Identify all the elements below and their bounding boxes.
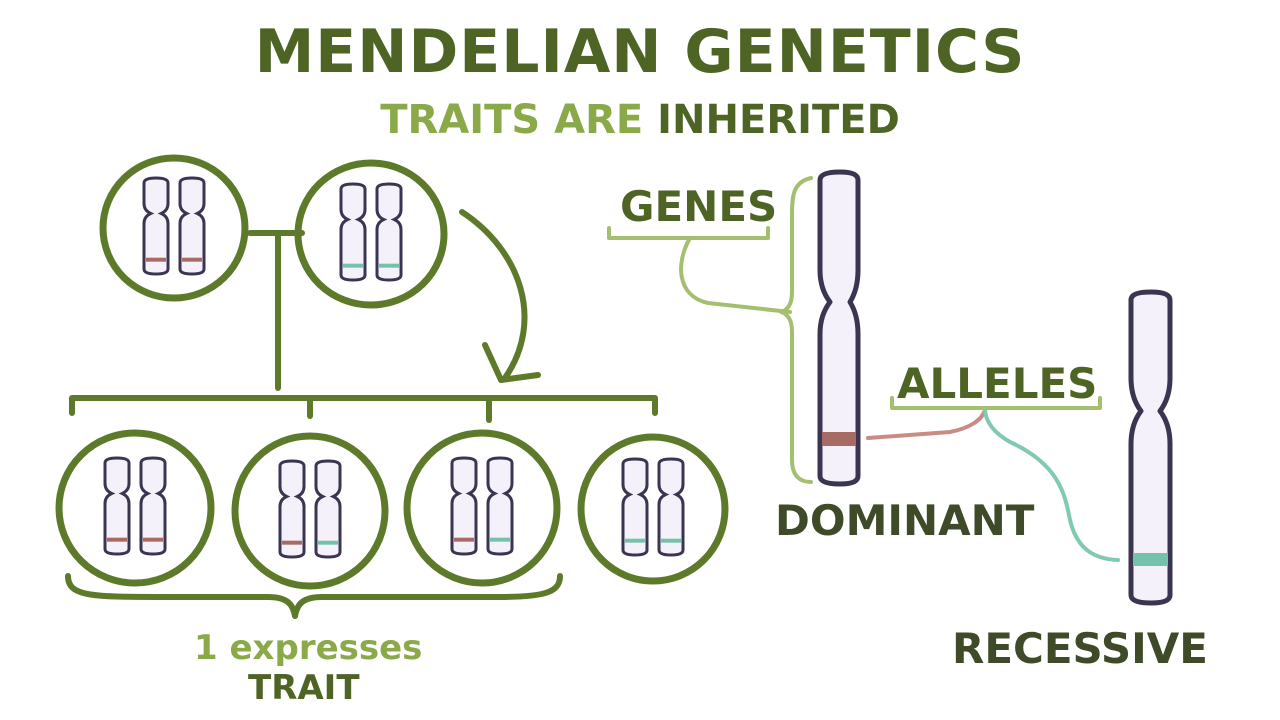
trait-label: TRAIT xyxy=(248,668,360,708)
dominant-allele-band xyxy=(107,537,127,542)
offspring-2-chromosome-right xyxy=(314,459,342,559)
recessive-allele-connector xyxy=(983,408,1120,562)
offspring-2-chromosome-left xyxy=(278,459,306,559)
offspring-1-chromosome-left xyxy=(103,456,131,556)
dominant-allele-band xyxy=(454,537,474,542)
alleles-label: ALLELES xyxy=(897,359,1098,408)
recessive-allele-band xyxy=(1133,553,1168,566)
offspring-1-chromosome-right xyxy=(139,456,167,556)
page-title: MENDELIAN GENETICS xyxy=(254,17,1026,87)
recessive-allele-band xyxy=(318,540,338,545)
offspring-cell-1 xyxy=(55,429,215,587)
parent-1-chromosome-left xyxy=(142,176,170,276)
offspring-cell-2 xyxy=(231,432,389,590)
recessive-allele-band xyxy=(490,537,510,542)
parent-2-chromosome-right xyxy=(375,182,403,282)
parent-cell-2 xyxy=(294,159,448,309)
offspring-group-brace xyxy=(65,573,563,619)
recessive-label: RECESSIVE xyxy=(952,624,1208,673)
dominant-allele-band xyxy=(146,257,166,262)
parent-1-chromosome-right xyxy=(178,176,206,276)
annotation-braces xyxy=(607,176,1120,562)
chromosome-pairs xyxy=(103,176,685,559)
parent-2-chromosome-left xyxy=(339,182,367,282)
offspring-bracket xyxy=(69,395,658,416)
alleles-underline-brace xyxy=(890,396,1102,410)
offspring-3-chromosome-left xyxy=(450,456,478,556)
offspring-4-chromosome-right xyxy=(657,457,685,557)
cells xyxy=(55,154,729,590)
offspring-cell-3 xyxy=(403,429,561,587)
inheritance-arrow-curve xyxy=(459,209,528,381)
recessive-allele-band xyxy=(625,538,645,543)
recessive-allele-band xyxy=(343,263,363,268)
subtitle: TRAITS ARE INHERITED xyxy=(0,100,1280,140)
dominant-label: DOMINANT xyxy=(775,496,1035,545)
subtitle-prefix: TRAITS ARE xyxy=(380,97,644,143)
dominant-allele-connector xyxy=(866,408,987,440)
offspring-4-chromosome-left xyxy=(621,457,649,557)
recessive-allele-band xyxy=(379,263,399,268)
expresses-label: 1 expresses xyxy=(194,628,423,668)
dominant-allele-band xyxy=(822,432,856,446)
subtitle-emphasis: INHERITED xyxy=(657,97,900,143)
dominant-allele-band xyxy=(143,537,163,542)
inheritance-arrow-head xyxy=(482,342,541,383)
large-dominant-chromosome xyxy=(817,169,861,487)
recessive-allele-band xyxy=(661,538,681,543)
parent-cell-1 xyxy=(99,154,249,302)
pedigree-connectors xyxy=(65,209,658,619)
offspring-cell-4 xyxy=(577,433,729,585)
genes-label: GENES xyxy=(620,182,778,231)
chromosome-length-brace xyxy=(779,176,813,484)
large-recessive-chromosome xyxy=(1128,289,1173,606)
genes-connector xyxy=(679,236,792,314)
dominant-allele-band xyxy=(282,540,302,545)
offspring-3-chromosome-right xyxy=(486,456,514,556)
dominant-allele-band xyxy=(182,257,202,262)
